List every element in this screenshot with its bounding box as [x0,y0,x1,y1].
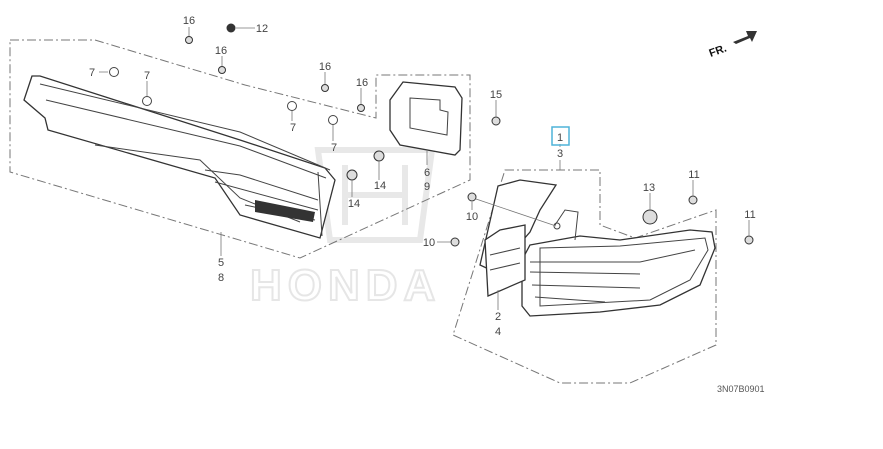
clip-16 [357,104,365,112]
callout-14[interactable]: 14 [348,198,360,210]
leader-lines [99,27,750,310]
callout-6[interactable]: 6 [424,167,430,179]
outer-lamp-group-boundary [452,169,717,384]
front-label: FR. [708,43,729,60]
callout-7[interactable]: 7 [89,67,95,79]
screw-12 [226,23,236,33]
grommet-7 [142,96,152,106]
callout-16[interactable]: 16 [215,45,227,57]
callout-3[interactable]: 3 [557,148,563,160]
nut-14 [373,150,385,162]
screw-15 [491,116,501,126]
gasket [389,81,463,156]
callout-10[interactable]: 10 [423,237,435,249]
inner-lamp-group-boundary [9,39,471,259]
grommet-7 [328,115,338,125]
callout-12[interactable]: 12 [256,23,268,35]
lamp-bracket [479,179,558,297]
clip-11 [744,235,754,245]
callout-5[interactable]: 5 [218,257,224,269]
screw-10 [467,192,477,202]
screw-10 [450,237,460,247]
callout-7[interactable]: 7 [144,70,150,82]
socket-13 [642,209,658,225]
front-direction-indicator: FR. [708,31,757,60]
callout-7[interactable]: 7 [290,122,296,134]
clip-11 [688,195,698,205]
arrow-icon [733,31,757,44]
callout-16[interactable]: 16 [356,77,368,89]
callout-7[interactable]: 7 [331,142,337,154]
diagram-code: 3N07B0901 [717,384,765,394]
callout-16[interactable]: 16 [319,61,331,73]
callout-labels: 16 12 16 7 7 16 16 7 7 14 14 6 9 5 8 15 … [89,15,756,338]
inner-tail-lamp [23,75,336,239]
callout-10[interactable]: 10 [466,211,478,223]
callout-9[interactable]: 9 [424,181,430,193]
callout-13[interactable]: 13 [643,182,655,194]
callout-4[interactable]: 4 [495,326,501,338]
clip-16 [321,84,329,92]
fasteners [109,23,754,247]
clip-16 [185,36,193,44]
callout-14[interactable]: 14 [374,180,386,192]
callout-2[interactable]: 2 [495,311,501,323]
callout-11[interactable]: 11 [744,209,755,221]
honda-watermark: HONDA [249,147,441,311]
callout-15[interactable]: 15 [490,89,502,101]
callout-8[interactable]: 8 [218,272,224,284]
callout-16[interactable]: 16 [183,15,195,27]
callout-11[interactable]: 11 [688,169,699,181]
clip-16 [218,66,226,74]
highlight-box [551,126,570,146]
outer-tail-lamp [521,209,716,317]
grommet-7 [109,67,119,77]
grommet-7 [287,101,297,111]
watermark-text: HONDA [250,261,441,310]
nut-14 [346,169,358,181]
callout-1[interactable]: 1 [557,132,563,144]
